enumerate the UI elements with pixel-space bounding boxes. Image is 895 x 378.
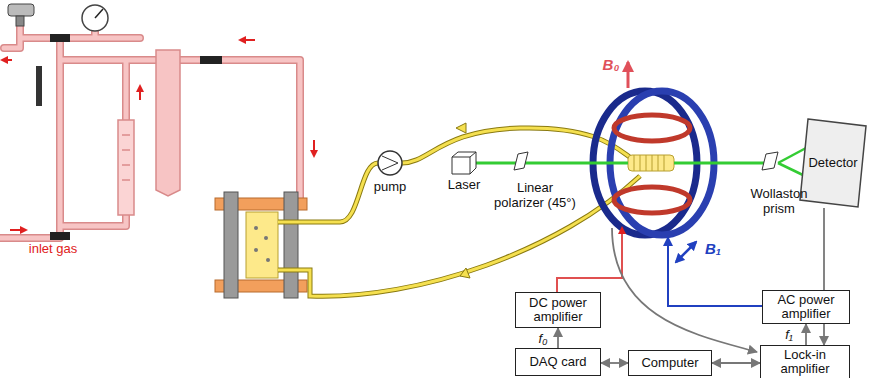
gas-components-part (122, 150, 130, 151)
frequency-label: f₁ (780, 327, 798, 342)
optics-part (472, 162, 628, 165)
box-text: DC power amplifier (520, 296, 596, 324)
optics-part (778, 148, 806, 163)
gas-components-part (246, 212, 278, 278)
prism-label: Wollaston prism (742, 186, 816, 216)
optics-part (452, 152, 476, 174)
tubing-part (456, 123, 466, 133)
gas-components-part (122, 135, 130, 136)
gas-components-part (82, 5, 108, 31)
tubing-part (378, 151, 402, 175)
coils-part (634, 155, 664, 171)
tubing-part (278, 176, 640, 296)
signal-arrow (805, 324, 807, 345)
amplifier-box: AC power amplifier (762, 290, 850, 324)
gas-components-part (284, 192, 298, 298)
detector-plate: Detector (798, 118, 868, 208)
wires-part (627, 62, 630, 88)
gas-components-part (224, 192, 238, 298)
tubing-part (278, 176, 640, 296)
optics-part (762, 152, 778, 170)
gas-components-part (50, 232, 70, 240)
gas-components-part (139, 86, 141, 100)
box-text: AC power amplifier (767, 293, 845, 321)
tubing-part (278, 163, 378, 222)
signal-arrow (823, 208, 825, 345)
tubing-part (460, 268, 470, 278)
optics-part (674, 162, 765, 165)
optics-part (778, 163, 805, 176)
gas-components-part (266, 258, 270, 262)
computer-box: Computer (628, 350, 712, 376)
gas-components (2, 4, 314, 298)
box-text: Detector (808, 156, 857, 170)
wires-part (612, 228, 757, 352)
box-text: Computer (641, 356, 698, 370)
gas-components-part (50, 34, 70, 42)
coils-part (628, 155, 674, 171)
gas-components-part (95, 9, 103, 18)
optics (452, 148, 806, 176)
gas-components-part (2, 59, 12, 61)
field-label: B₀ (598, 56, 624, 73)
gas-components-part (36, 66, 42, 106)
gas-components-part (240, 39, 255, 41)
signal-arrow (557, 328, 559, 348)
box-text: Lock-in amplifier (765, 348, 845, 376)
tubing-part (278, 163, 378, 222)
coils-part (614, 115, 690, 141)
signal-arrow (712, 362, 760, 364)
daq-box: DAQ card (515, 348, 601, 376)
tubing (278, 123, 640, 296)
gas-components-part (156, 50, 180, 196)
pump-label: pump (366, 179, 414, 194)
gas-components-part (200, 56, 222, 64)
tubing-part (382, 156, 398, 170)
wires-part (668, 238, 762, 306)
frequency-label: f₀ (534, 331, 552, 346)
lockin-box: Lock-in amplifier (760, 345, 850, 378)
gas-components-part (313, 140, 315, 156)
amplifier-box: DC power amplifier (515, 292, 601, 328)
wires-part (676, 242, 696, 262)
signal-arrow (601, 362, 628, 364)
gas-components-part (254, 226, 258, 230)
polarizer-label: Linear polarizer (45°) (492, 180, 578, 210)
optics-part (452, 152, 476, 174)
box-text: DAQ card (529, 355, 586, 369)
gas-components-part (264, 236, 268, 240)
gas-components-part (10, 229, 26, 231)
field-label: B₁ (700, 240, 726, 257)
gas-components-part (254, 248, 258, 252)
detector-shape (800, 119, 866, 207)
coils-part (614, 187, 690, 213)
gas-components-part (122, 165, 130, 166)
gas-components-part (16, 16, 24, 26)
laser-label: Laser (442, 177, 486, 192)
optics-part (514, 152, 528, 170)
gas-components-part (8, 4, 34, 16)
gas-components-part (118, 120, 134, 215)
gas-label: inlet gas (18, 241, 88, 256)
gas-components-part (122, 180, 130, 181)
